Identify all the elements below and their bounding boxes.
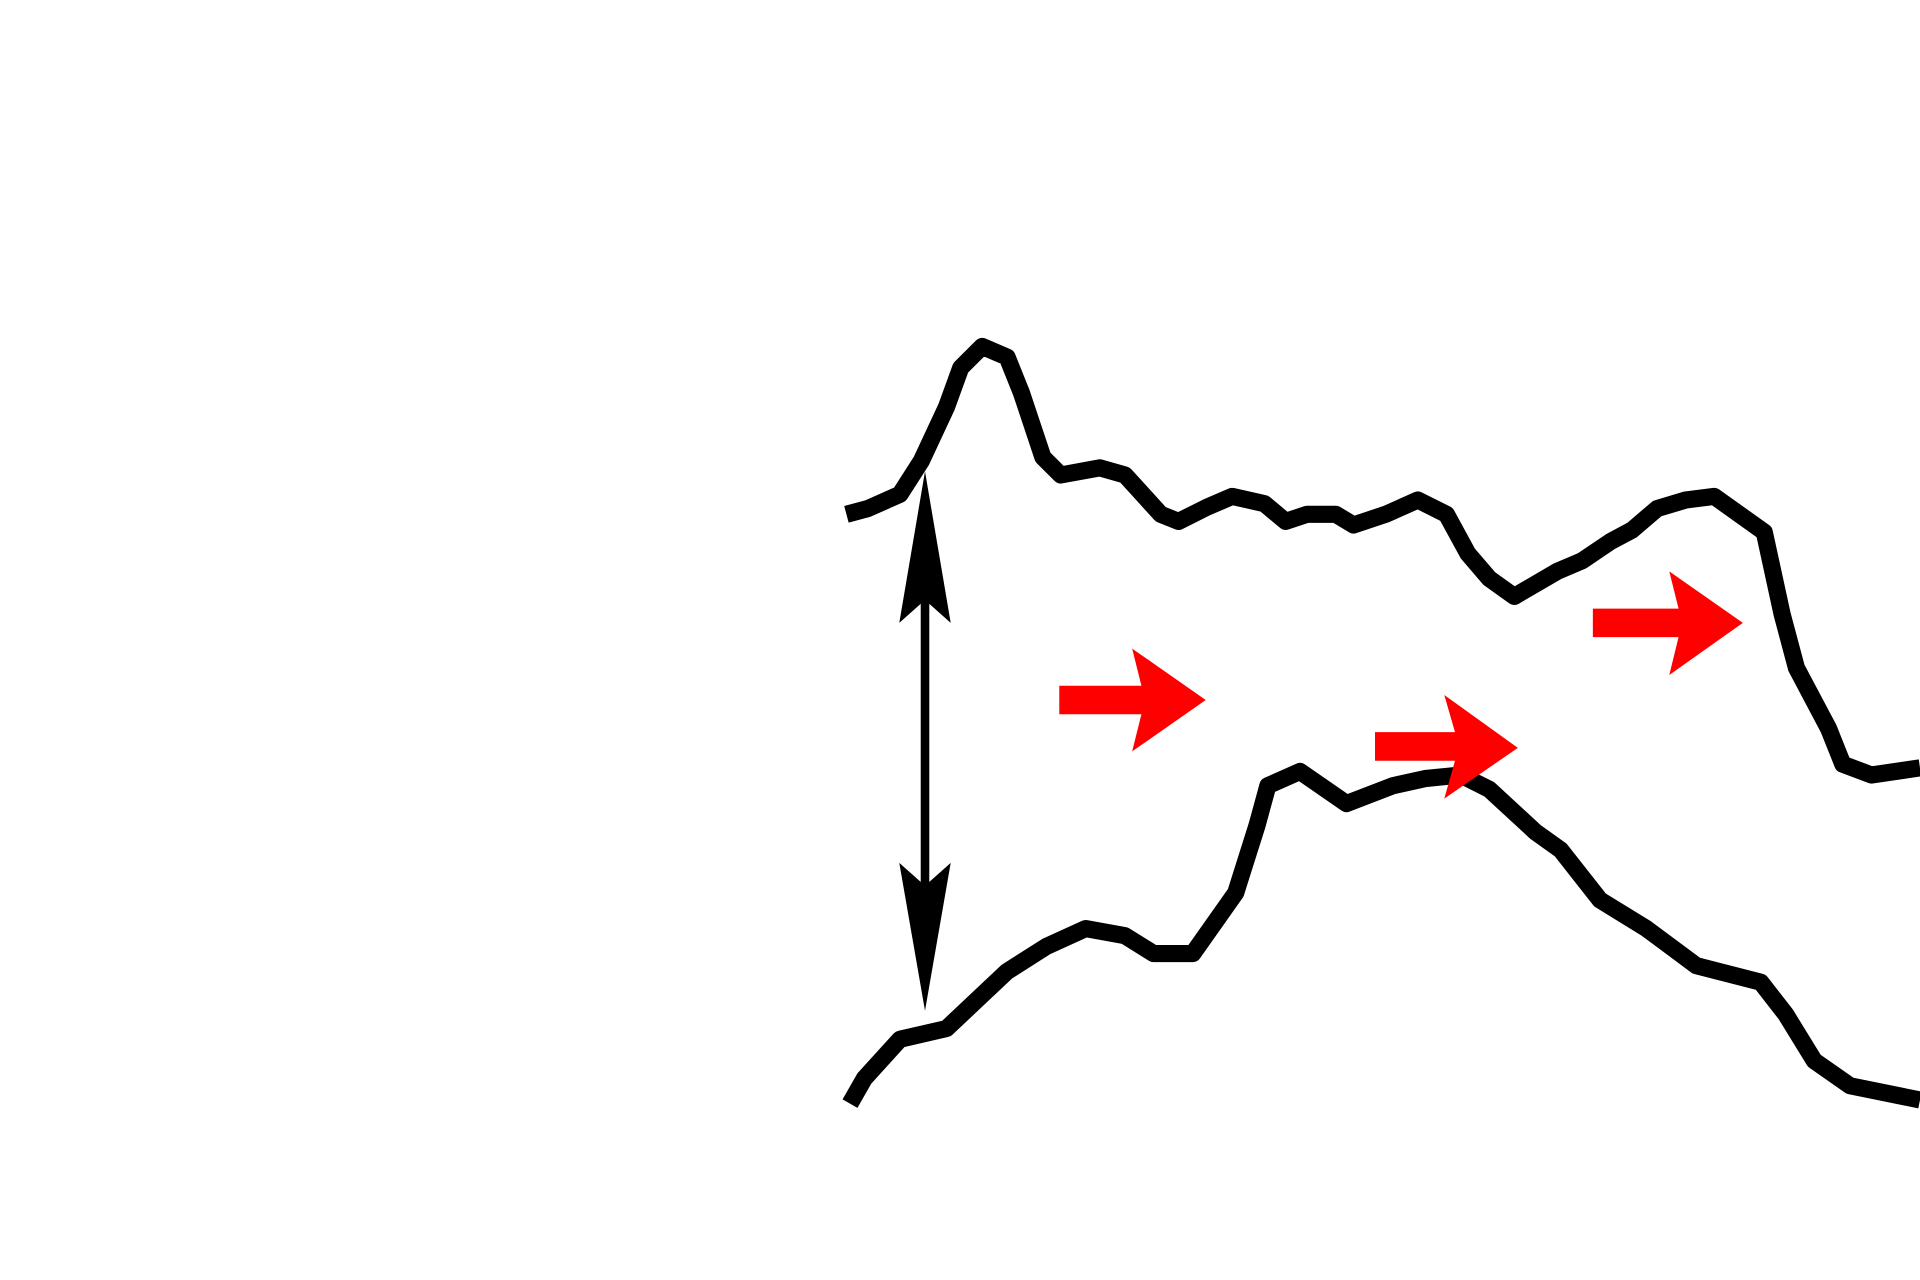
channel-width-double-arrow bbox=[899, 471, 951, 1011]
top-channel-wall bbox=[844, 337, 1920, 784]
bottom-channel-wall bbox=[842, 762, 1920, 1109]
flow-arrow-2 bbox=[1375, 695, 1518, 799]
width-arrow-head-down bbox=[899, 862, 951, 1011]
width-arrow-head-up bbox=[899, 471, 951, 623]
flow-arrow-3 bbox=[1592, 571, 1743, 675]
flow-arrow-1 bbox=[1059, 648, 1206, 752]
